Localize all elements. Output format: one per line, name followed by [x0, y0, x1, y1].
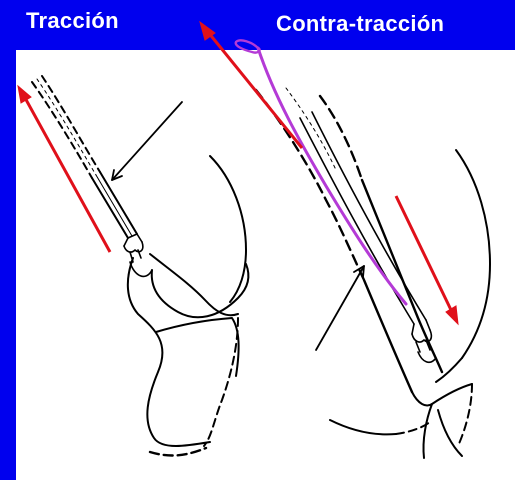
grasper-left [124, 234, 152, 276]
traction-diagram [32, 76, 248, 455]
instrument-thin-dashed [37, 79, 96, 175]
sheath-dashed-left [256, 90, 364, 280]
instrument-dashed-line-2 [42, 76, 100, 172]
organ-curve-left [210, 156, 246, 302]
lower-organ-left [156, 318, 239, 376]
pointer-arrow-traction [112, 102, 182, 180]
lower-organ-right [412, 384, 472, 406]
tissue-inner-left [150, 254, 238, 315]
counter-traction-diagram [256, 88, 490, 458]
grasper-right [412, 320, 436, 362]
lower-dashed-left [204, 318, 238, 446]
lower-dashed-right [458, 384, 472, 446]
catheter-purple [236, 40, 406, 304]
instrument-shaft-right [100, 172, 137, 234]
instrument-shaft-inner [96, 175, 132, 236]
lower-wall-right-2 [438, 410, 462, 456]
tissue-lower-left [152, 264, 249, 317]
organ-curve-right [456, 150, 490, 358]
lower-wall-right [423, 404, 432, 458]
pointer-arrow-counter [316, 266, 364, 350]
base-dashed-left [150, 448, 206, 455]
sheath-solid-left [364, 280, 412, 392]
base-line-right [330, 420, 396, 434]
tissue-outline-left [128, 258, 210, 446]
